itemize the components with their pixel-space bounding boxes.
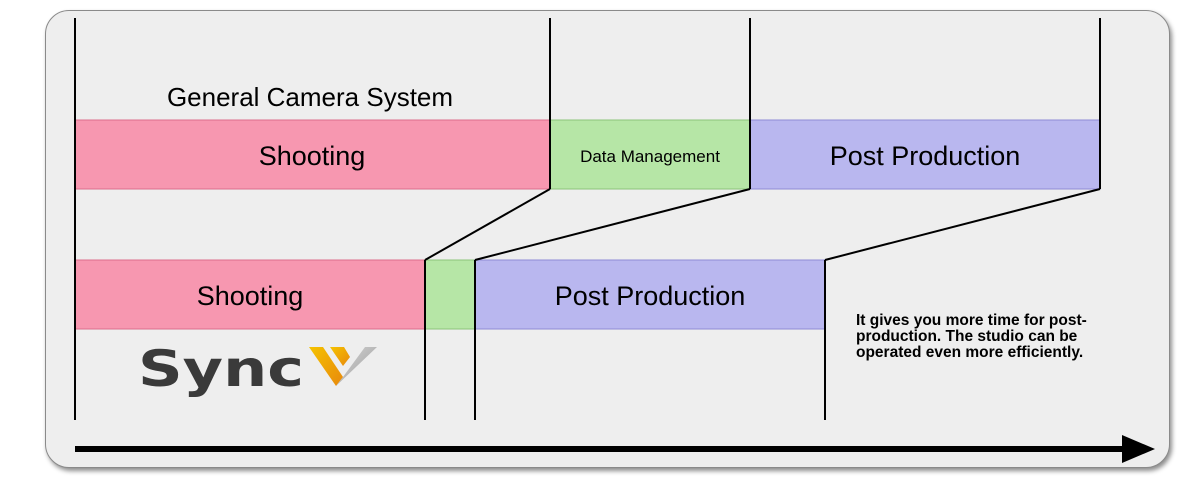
data-connector-line (474, 188, 751, 261)
general-data-management-label: Data Management (580, 147, 720, 166)
timeline-arrow-icon (75, 435, 1155, 463)
general-data-management-bar (549, 119, 751, 190)
syncw-logo: Sync (138, 340, 377, 398)
syncw-shooting-bar (74, 259, 426, 330)
syncw-shooting-label: Shooting (197, 281, 304, 311)
general-shooting-bar (74, 119, 551, 190)
benefit-note-line: production. The studio can be (856, 328, 1078, 345)
syncw-post-production-label: Post Production (555, 281, 746, 311)
general-post-production-bar (749, 119, 1101, 190)
benefit-note-line: It gives you more time for post- (856, 312, 1087, 329)
shooting-connector-line (424, 188, 551, 261)
post-connector-line (824, 188, 1101, 261)
diagram-frame (45, 10, 1170, 468)
syncw-v-mark-icon (309, 347, 377, 386)
general-system-title: General Camera System (167, 82, 453, 112)
syncw-logo-text: Sync (138, 340, 304, 398)
general-post-production-label: Post Production (830, 141, 1021, 171)
general-shooting-label: Shooting (259, 141, 366, 171)
syncw-data-management-bar (424, 259, 476, 330)
syncw-post-production-bar (474, 259, 826, 330)
benefit-note-line: operated even more efficiently. (856, 344, 1084, 361)
benefit-note: It gives you more time for post- product… (856, 313, 1156, 361)
